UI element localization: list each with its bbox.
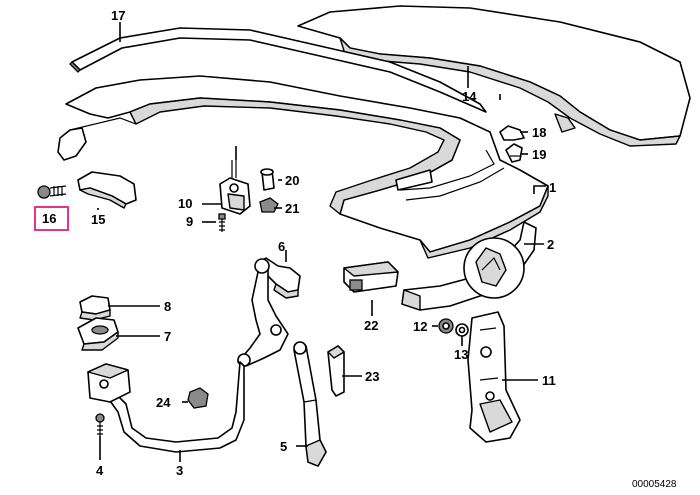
callout-19: 19	[532, 147, 546, 162]
part-17-seal-strip	[69, 27, 487, 113]
callout-3: 3	[176, 463, 183, 478]
callout-18: 18	[532, 125, 546, 140]
callout-13: 13	[454, 347, 468, 362]
callout-10: 10	[178, 196, 192, 211]
part-7-pad	[77, 317, 119, 351]
callout-15: 15	[91, 212, 105, 227]
part-4-screw	[95, 413, 105, 436]
callout-1: 1	[549, 180, 556, 195]
part-12-grommet	[438, 318, 454, 334]
hinge-block	[87, 363, 131, 403]
callout-21: 21	[285, 201, 299, 216]
part-13-washer	[455, 323, 469, 337]
part-1-frame	[57, 75, 549, 259]
part-24-bumper	[187, 387, 209, 409]
leader-lines	[97, 22, 546, 462]
callout-6: 6	[278, 239, 285, 254]
part-22-latch	[343, 261, 399, 293]
callout-labels: 17 14 18 19 1 2 20 21 10 9 15 16 6 8 7 2…	[42, 8, 556, 478]
highlight-box-part-16	[34, 206, 69, 231]
part-18-clip	[499, 125, 525, 141]
callout-22: 22	[364, 318, 378, 333]
part-10-bracket	[219, 160, 251, 215]
callout-7: 7	[164, 329, 171, 344]
callout-2: 2	[547, 237, 554, 252]
part-21-nut	[259, 197, 279, 213]
callout-17: 17	[111, 8, 125, 23]
callout-23: 23	[365, 369, 379, 384]
part-16-screw	[37, 185, 67, 199]
part-19-clip	[505, 143, 523, 163]
callout-16: 16	[42, 211, 56, 226]
callout-5: 5	[280, 439, 287, 454]
part-15-handle-trim	[77, 171, 137, 209]
callout-14: 14	[462, 89, 477, 104]
callout-11: 11	[542, 373, 556, 388]
callout-9: 9	[186, 214, 193, 229]
part-5-strut	[293, 341, 327, 467]
part-14-cover	[297, 5, 691, 147]
part-20-pin	[260, 168, 275, 191]
callout-20: 20	[285, 173, 299, 188]
part-11-hinge-plate	[467, 311, 521, 443]
part-2-side-rail	[401, 221, 537, 311]
callout-24: 24	[156, 395, 171, 410]
part-9-bolt	[218, 213, 226, 232]
image-code: 00005428	[632, 479, 677, 490]
callout-8: 8	[164, 299, 171, 314]
linkage-arm	[237, 258, 289, 367]
part-8-pad	[79, 295, 111, 321]
part-23-pin	[327, 345, 345, 397]
callout-4: 4	[96, 463, 104, 478]
callout-12: 12	[413, 319, 427, 334]
